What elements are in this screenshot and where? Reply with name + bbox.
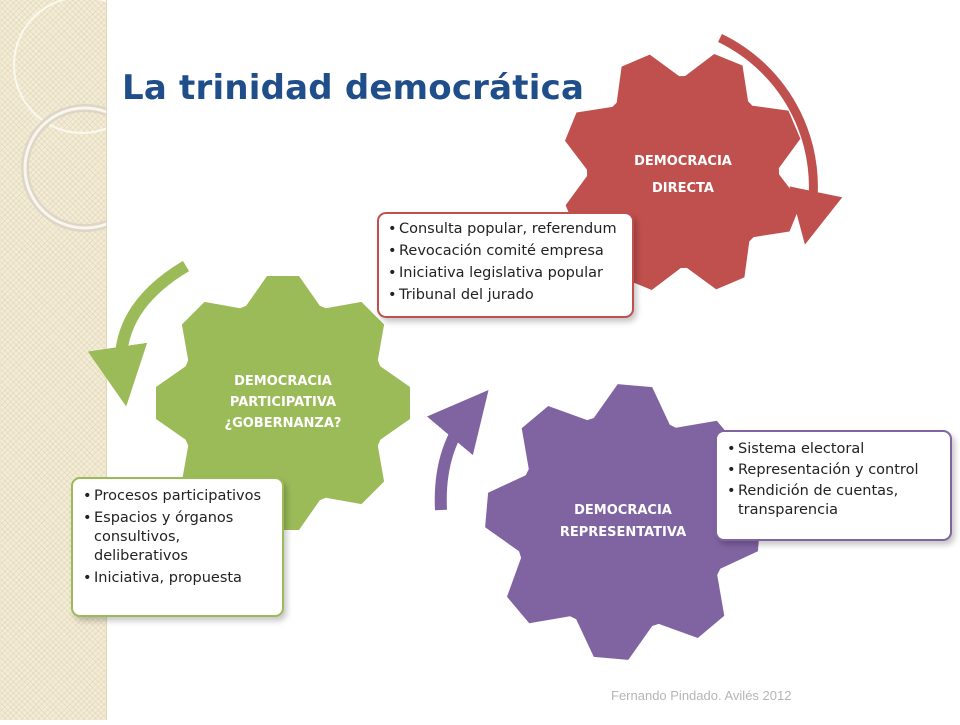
gear-representativa-label-2: REPRESENTATIVA [560,525,686,540]
gear-directa-label-2: DIRECTA [652,181,714,196]
gear-participativa-label-3: ¿GOBERNANZA? [225,416,342,431]
gear-representativa-label-1: DEMOCRACIA [574,503,672,518]
list-item: Espacios y órganos consultivos, delibera… [81,509,276,566]
list-item: Sistema electoral [725,440,944,459]
textbox-democracia-directa: Consulta popular, referendum Revocación … [377,212,634,318]
list-item: Rendición de cuentas, transparencia [725,482,944,520]
gear-participativa-label-1: DEMOCRACIA [234,374,332,389]
list-item: Representación y control [725,461,944,480]
list-item: Consulta popular, referendum [386,220,626,239]
list-item: Iniciativa, propuesta [81,569,276,588]
textbox-democracia-representativa: Sistema electoral Representación y contr… [715,430,952,541]
arrow-purple [426,389,489,511]
arrow-green [87,260,190,407]
arrow-red [718,33,843,245]
textbox-democracia-participativa: Procesos participativos Espacios y órgan… [71,477,284,617]
gear-directa-label-1: DEMOCRACIA [634,154,732,169]
list-item: Tribunal del jurado [386,286,626,305]
footer-credit: Fernando Pindado. Avilés 2012 [611,688,792,703]
gear-participativa-label-2: PARTICIPATIVA [230,395,336,410]
gear-democracia-representativa [485,384,761,660]
list-item: Iniciativa legislativa popular [386,264,626,283]
slide-title: La trinidad democrática [122,68,585,108]
list-item: Procesos participativos [81,487,276,506]
gear-democracia-participativa [156,276,410,530]
list-item: Revocación comité empresa [386,242,626,261]
